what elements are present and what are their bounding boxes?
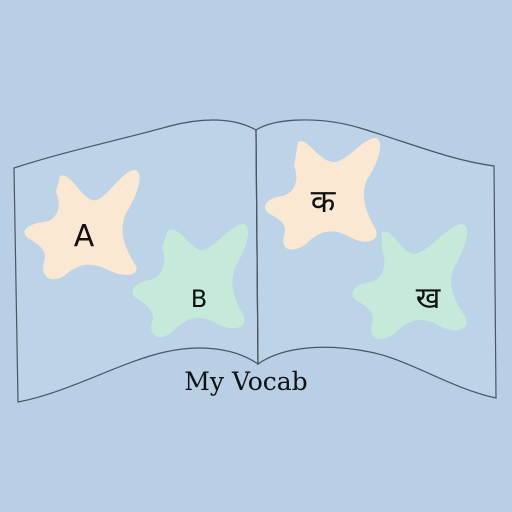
mint-star-left	[132, 224, 249, 337]
mint-star-right	[352, 224, 468, 339]
letter-a: A	[74, 219, 95, 254]
letter-kha: ख	[416, 281, 441, 316]
book-spine	[255, 129, 259, 365]
letter-b: B	[191, 285, 207, 313]
peach-star-left	[24, 170, 140, 280]
app-title: My Vocab	[184, 367, 307, 396]
letter-ka: क	[311, 182, 337, 220]
peach-star-right	[265, 138, 381, 250]
